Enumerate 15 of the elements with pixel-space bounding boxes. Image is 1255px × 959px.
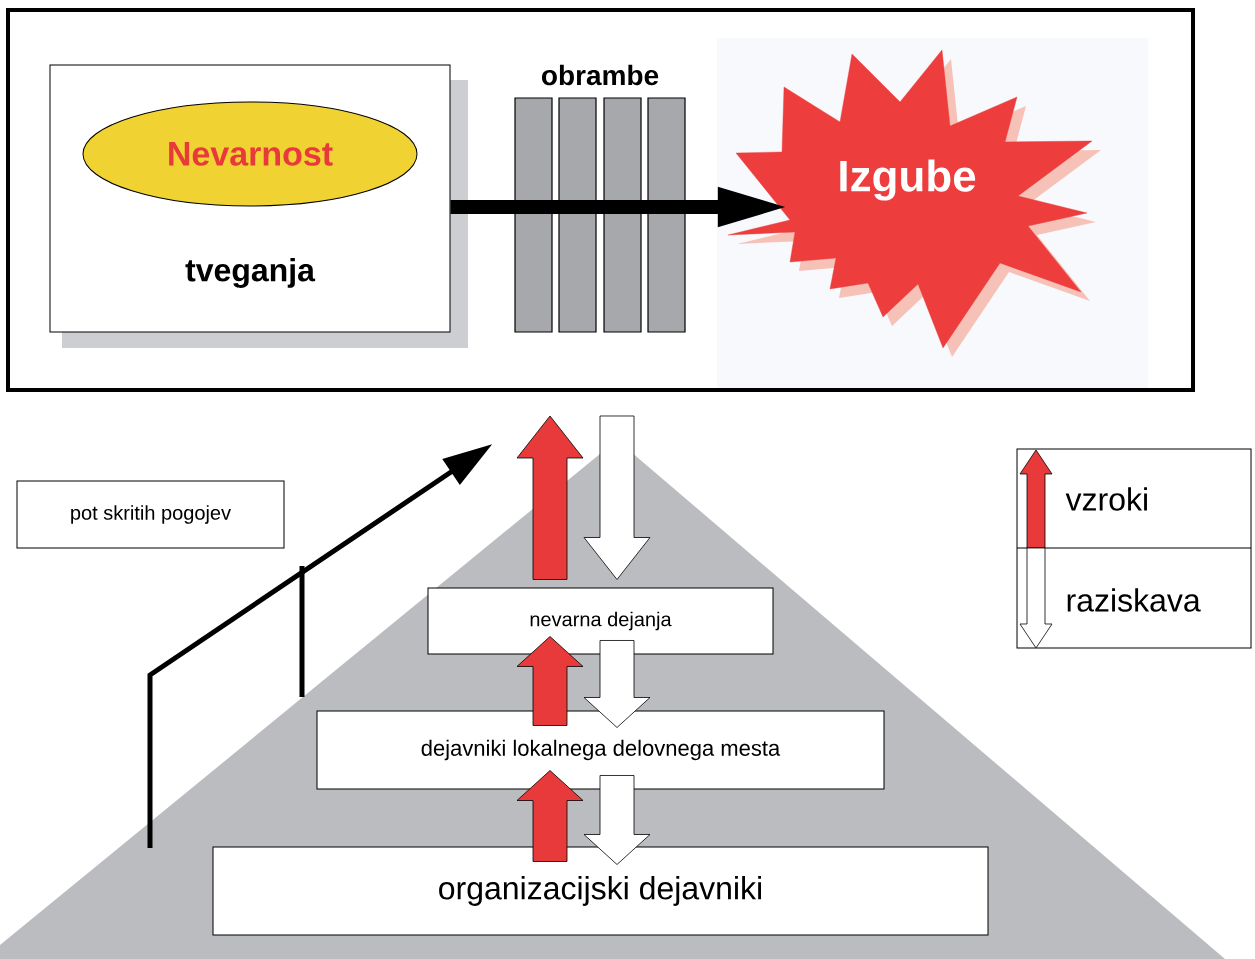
block-arrow (583, 415, 651, 580)
block-arrow (583, 640, 651, 728)
frame-box (6, 8, 1195, 392)
label-box: nevarna dejanja (427, 587, 774, 655)
block-arrow (516, 770, 584, 862)
label-box: pot skritih pogojev (16, 480, 285, 549)
block-arrow (583, 775, 651, 865)
label-box: organizacijski dejavniki (212, 846, 989, 936)
barrier-heading: obrambe (542, 64, 659, 86)
block-arrow (516, 415, 584, 580)
legend-label: vzroki (1065, 487, 1147, 511)
block-arrow (516, 636, 584, 726)
legend-label: raziskava (1067, 588, 1201, 612)
label-box: dejavniki lokalnega delovnega mesta (316, 710, 885, 790)
loss-starburst: Izgube (727, 49, 1101, 357)
